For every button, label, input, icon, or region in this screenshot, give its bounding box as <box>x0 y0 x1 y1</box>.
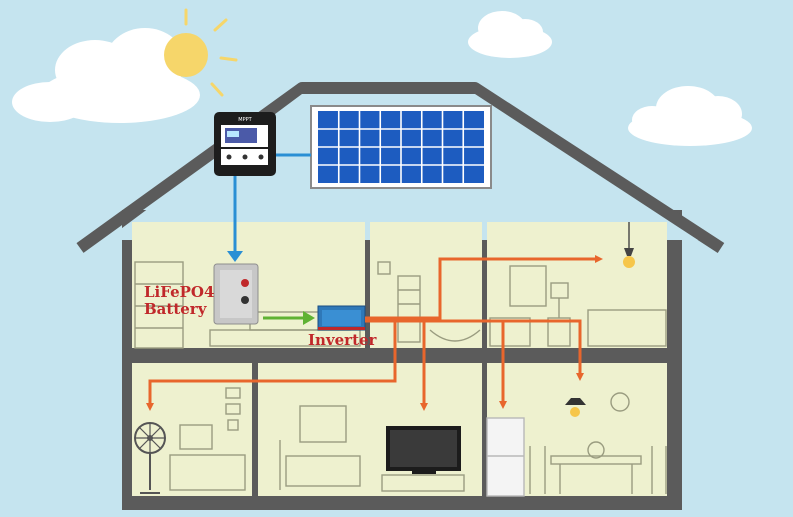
battery-label-line2: Battery <box>144 300 207 318</box>
fan-icon <box>134 422 166 494</box>
upper-right-furniture <box>489 265 667 347</box>
controller-battery-arrowhead <box>227 251 243 262</box>
lower-left-furniture <box>169 387 246 491</box>
cloud-right <box>628 86 752 146</box>
controller-brand-label: MPPT <box>238 117 252 123</box>
battery-inverter-arrowhead <box>303 311 315 325</box>
lower-middle-furniture <box>279 405 465 492</box>
ac-wiring <box>146 255 603 411</box>
battery-label: LiFePO4 Battery <box>144 284 214 318</box>
inverter-icon <box>317 305 366 331</box>
inverter-label: Inverter <box>308 331 377 349</box>
fridge-icon <box>486 417 525 497</box>
cloud-top <box>468 11 552 58</box>
pendant-lamp-icon <box>623 222 635 268</box>
lower-right-furniture <box>529 392 667 494</box>
ceiling-lamp-icon <box>565 398 586 417</box>
charge-controller-icon <box>214 112 276 176</box>
cloud-left <box>12 28 200 123</box>
roof <box>76 82 725 254</box>
sun-icon <box>164 8 238 97</box>
solar-panel-icon <box>310 105 492 189</box>
tv-icon <box>386 426 461 474</box>
battery-icon <box>213 263 259 325</box>
battery-label-line1: LiFePO4 <box>144 283 215 301</box>
